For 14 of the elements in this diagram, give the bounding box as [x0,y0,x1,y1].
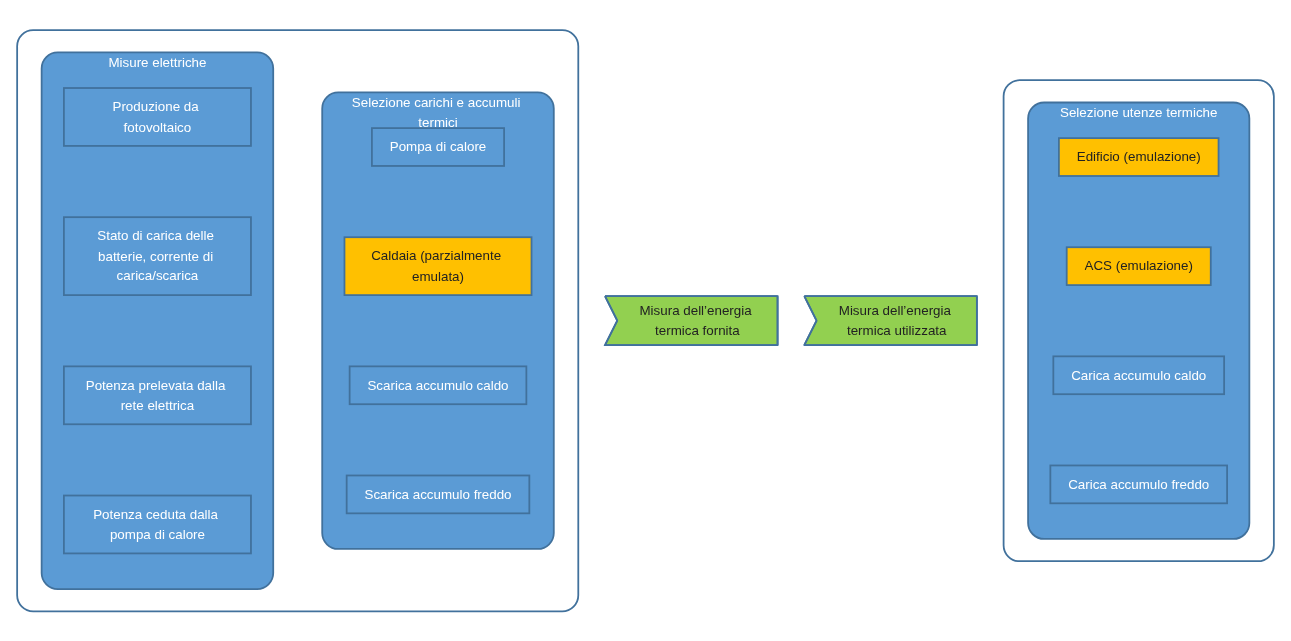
cluster [16,29,580,612]
cluster [1002,79,1275,562]
node-box: Produzione da fotovoltaico [63,86,252,147]
node-box: Carica accumulo freddo [1049,464,1228,504]
node-box: Caldaia (parzialmente emulata) [343,236,533,296]
node-box: Potenza prelevata dalla rete elettrica [63,365,252,425]
node-box: Edificio (emulazione) [1058,137,1220,177]
node-box: Potenza ceduta dalla pompa di calore [63,494,252,555]
node-box: Carica accumulo caldo [1052,355,1226,395]
node-box: Scarica accumulo caldo [348,365,528,405]
node-box: Scarica accumulo freddo [345,474,531,514]
node-box: Stato di carica delle batterie, corrente di carica/scarica [63,216,252,296]
node-box: ACS (emulazione) [1065,246,1212,286]
node-box: Pompa di calore [371,127,505,167]
